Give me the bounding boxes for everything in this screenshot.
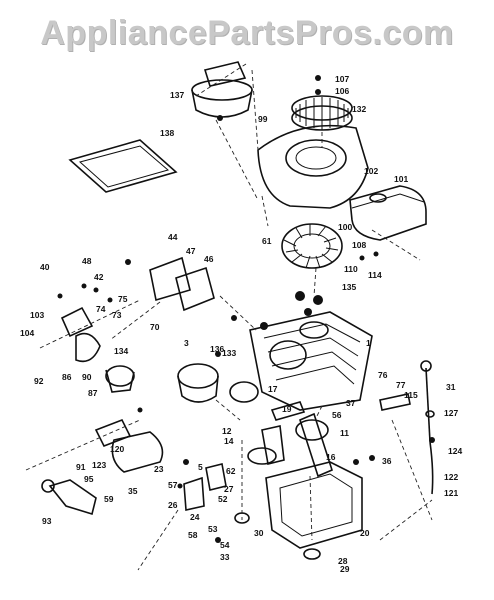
- part-label-31: 31: [446, 382, 456, 392]
- air-filter: [349, 185, 427, 241]
- part-label-103: 103: [30, 310, 44, 320]
- part-label-52: 52: [218, 494, 228, 504]
- part-label-19: 19: [282, 404, 292, 414]
- part-label-115: 115: [404, 390, 418, 400]
- starter-cup-body: [191, 89, 253, 118]
- part-label-56: 56: [332, 410, 342, 420]
- part-label-53: 53: [208, 524, 218, 534]
- piston-rings: [177, 363, 219, 389]
- part-label-62: 62: [226, 466, 236, 476]
- part-label-104: 104: [20, 328, 34, 338]
- starter-bolt: [217, 115, 223, 121]
- part-label-30: 30: [254, 528, 264, 538]
- part-label-16: 16: [326, 452, 336, 462]
- part-label-101: 101: [394, 174, 408, 184]
- part-label-11: 11: [340, 428, 349, 438]
- part-label-132: 132: [352, 104, 366, 114]
- part-label-20: 20: [360, 528, 370, 538]
- part-label-37: 37: [346, 398, 356, 408]
- part-number-labels: 1071061321371389910210110010811011461135…: [20, 74, 462, 574]
- part-label-28: 28: [338, 556, 348, 566]
- part-label-35: 35: [128, 486, 138, 496]
- part-label-36: 36: [382, 456, 392, 466]
- part-label-17: 17: [268, 384, 278, 394]
- watermark-logo: AppliancePartsPros.com: [40, 14, 454, 52]
- crankshaft: [299, 412, 333, 478]
- part-label-77: 77: [396, 380, 406, 390]
- part-label-110: 110: [344, 264, 358, 274]
- part-label-86: 86: [62, 372, 72, 382]
- fuel-fitting: [48, 479, 97, 516]
- part-label-93: 93: [42, 516, 52, 526]
- part-label-47: 47: [186, 246, 196, 256]
- part-label-58: 58: [188, 530, 198, 540]
- part-label-73: 73: [112, 310, 122, 320]
- part-label-75: 75: [118, 294, 128, 304]
- part-label-135: 135: [342, 282, 356, 292]
- part-label-107: 107: [335, 74, 349, 84]
- part-label-124: 124: [448, 446, 462, 456]
- part-label-87: 87: [88, 388, 98, 398]
- starter-handle: [203, 61, 247, 87]
- part-label-133: 133: [222, 348, 236, 358]
- part-label-12: 12: [222, 426, 232, 436]
- engine-block: [249, 311, 373, 411]
- sump-base: [265, 461, 363, 549]
- part-label-61: 61: [262, 236, 272, 246]
- part-label-40: 40: [40, 262, 50, 272]
- dipstick: [425, 367, 431, 443]
- muffler: [111, 431, 164, 473]
- part-label-44: 44: [168, 232, 178, 242]
- part-label-92: 92: [34, 376, 44, 386]
- part-label-59: 59: [104, 494, 114, 504]
- part-label-121: 121: [444, 488, 458, 498]
- part-label-76: 76: [378, 370, 388, 380]
- part-label-106: 106: [335, 86, 349, 96]
- part-label-90: 90: [82, 372, 92, 382]
- part-label-57: 57: [168, 480, 178, 490]
- part-label-26: 26: [168, 500, 178, 510]
- part-label-14: 14: [224, 436, 234, 446]
- part-label-3: 3: [184, 338, 189, 348]
- part-label-134: 134: [114, 346, 128, 356]
- part-label-23: 23: [154, 464, 164, 474]
- part-label-33: 33: [220, 552, 230, 562]
- carburetor-part: [60, 306, 94, 338]
- part-label-100: 100: [338, 222, 352, 232]
- part-label-138: 138: [160, 128, 174, 138]
- part-label-91: 91: [76, 462, 86, 472]
- part-label-1: 1: [366, 338, 371, 348]
- part-label-29: 29: [340, 564, 350, 574]
- part-label-108: 108: [352, 240, 366, 250]
- blower-housing: [257, 124, 369, 209]
- part-label-122: 122: [444, 472, 458, 482]
- part-label-54: 54: [220, 540, 230, 550]
- part-label-102: 102: [364, 166, 378, 176]
- part-label-42: 42: [94, 272, 104, 282]
- part-label-114: 114: [368, 270, 382, 280]
- part-drawings: [25, 61, 435, 571]
- part-label-46: 46: [204, 254, 214, 264]
- part-label-5: 5: [198, 462, 203, 472]
- part-label-120: 120: [110, 444, 124, 454]
- part-label-136: 136: [210, 344, 224, 354]
- cover-plate: [68, 139, 178, 193]
- part-label-70: 70: [150, 322, 160, 332]
- part-label-99: 99: [258, 114, 268, 124]
- part-label-74: 74: [96, 304, 106, 314]
- part-label-137: 137: [170, 90, 184, 100]
- part-label-27: 27: [224, 484, 234, 494]
- flywheel-fan: [281, 223, 343, 269]
- part-label-24: 24: [190, 512, 200, 522]
- part-label-127: 127: [444, 408, 458, 418]
- part-label-48: 48: [82, 256, 92, 266]
- intake-manifold: [149, 256, 191, 302]
- part-label-123: 123: [92, 460, 106, 470]
- part-label-95: 95: [84, 474, 94, 484]
